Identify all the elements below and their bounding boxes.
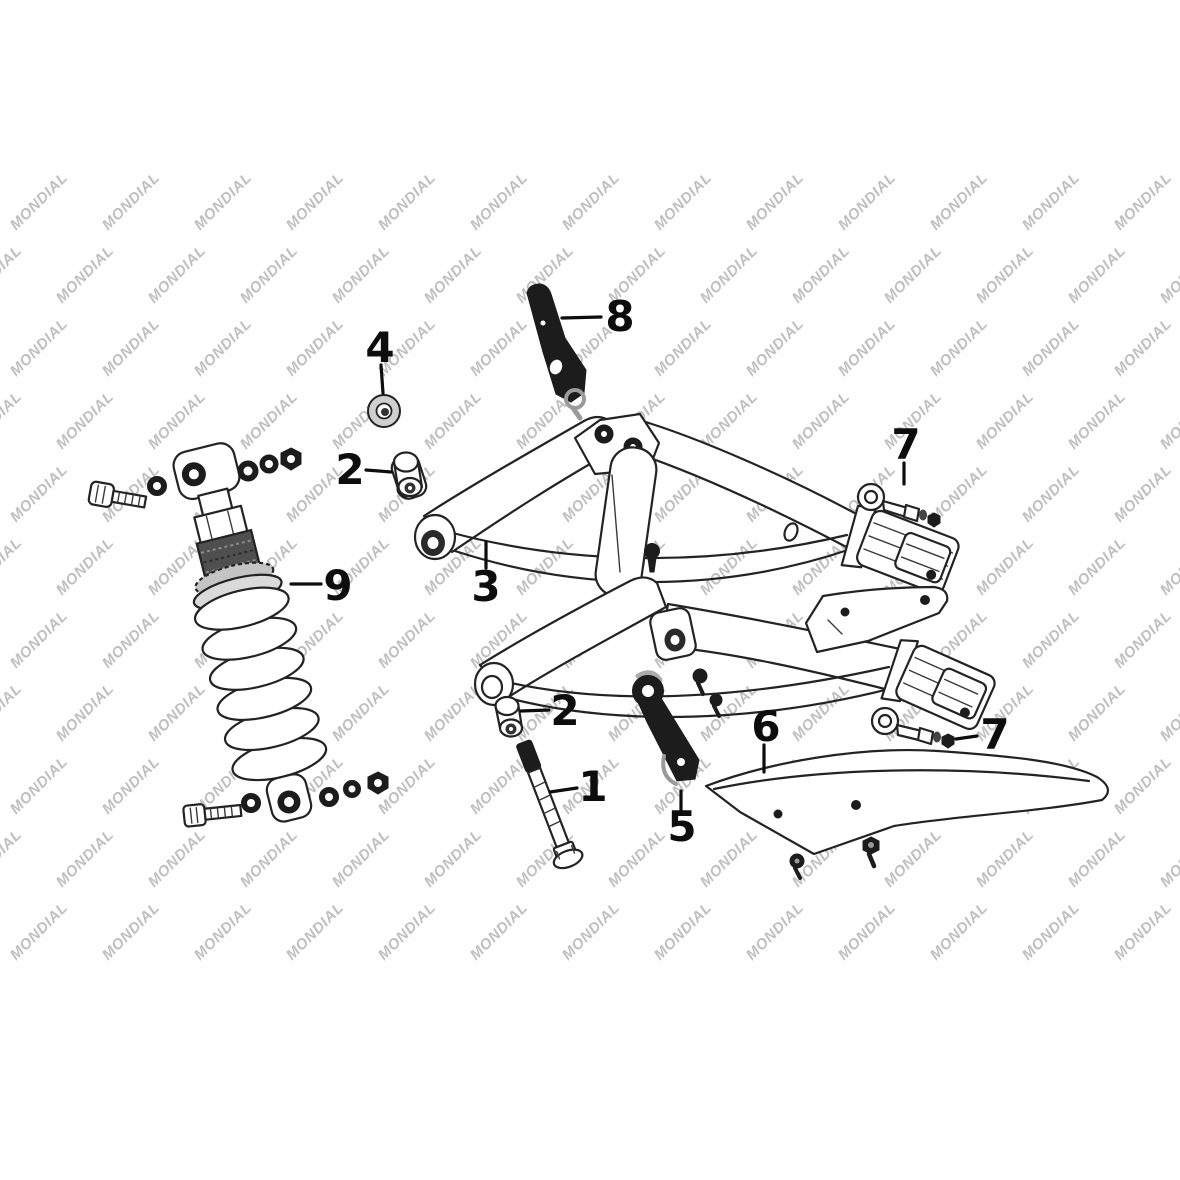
callout-label-5: 5 — [667, 802, 696, 851]
callout-8: 8 — [560, 292, 635, 341]
callout-label-2-lower: 2 — [550, 686, 579, 735]
callout-label-7-lower: 7 — [980, 710, 1009, 759]
shock-bolt-upper — [87, 480, 148, 509]
callout-7-upper: 7 — [891, 420, 921, 486]
callout-9: 9 — [289, 561, 353, 610]
bracket-bolt — [644, 543, 660, 573]
lower-swingarm — [473, 576, 996, 731]
shock-bolt-lower — [182, 803, 243, 828]
axle-block-lower — [880, 639, 996, 731]
chain-guard — [704, 748, 1109, 856]
callout-label-1: 1 — [578, 762, 607, 811]
torque-link — [632, 670, 700, 786]
guard-screw-2 — [709, 693, 723, 718]
callout-label-2-upper: 2 — [335, 445, 364, 494]
washer-lower-left — [241, 793, 261, 813]
washer-stack-lower — [319, 771, 389, 807]
callout-label-8: 8 — [605, 292, 634, 341]
upper-swingarm — [390, 412, 960, 598]
guard-screw-1 — [692, 668, 708, 696]
coil-spring — [193, 586, 328, 782]
callout-5: 5 — [667, 789, 697, 851]
callout-label-4: 4 — [365, 323, 394, 372]
callout-2-upper: 2 — [335, 445, 393, 494]
callout-4: 4 — [365, 323, 395, 395]
washer-upper-left — [147, 476, 167, 496]
callout-6: 6 — [751, 702, 781, 774]
callout-3: 3 — [471, 540, 501, 611]
tie-rod-upper — [856, 482, 941, 528]
washer-part4 — [367, 394, 401, 428]
bushing-upper — [392, 451, 424, 498]
callout-label-6: 6 — [751, 702, 780, 751]
guard-screw-3 — [789, 853, 805, 880]
axle-block-upper — [840, 504, 960, 594]
callout-label-9: 9 — [323, 561, 352, 610]
brake-bracket-plate — [804, 585, 949, 654]
callout-label-3: 3 — [471, 562, 500, 611]
callout-1: 1 — [548, 762, 608, 811]
callout-7-lower: 7 — [954, 710, 1010, 759]
chain-adjuster-upper — [526, 283, 587, 421]
callout-label-7-upper: 7 — [891, 420, 920, 469]
rear-shock-absorber — [172, 442, 328, 823]
bushing-lower — [494, 695, 524, 738]
pivot-bolt — [516, 739, 584, 870]
guard-screw-4 — [862, 836, 880, 869]
washer-stack-upper — [237, 447, 302, 482]
callout-2-lower: 2 — [519, 686, 580, 735]
tie-rod-lower — [870, 706, 955, 749]
